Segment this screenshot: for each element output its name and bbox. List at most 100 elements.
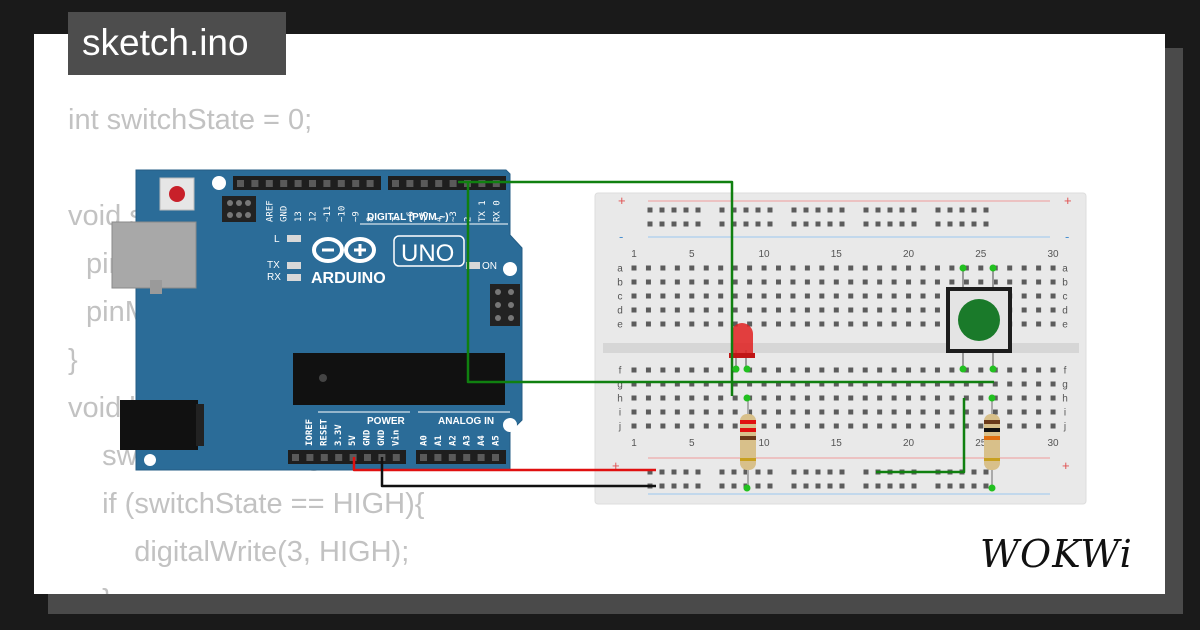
column-number: 5 — [689, 438, 695, 449]
power-label: POWER — [367, 416, 406, 427]
digital-pin-label: ~6 — [406, 211, 416, 222]
digital-pin-label: 4 — [435, 217, 445, 222]
push-button[interactable] — [946, 268, 1012, 368]
wire-button-to-5v[interactable] — [876, 398, 966, 474]
power-pin-label: RESET — [319, 418, 329, 446]
column-number: 5 — [689, 249, 695, 260]
breadboard-center-channel — [603, 343, 1079, 353]
digital-pin-label: 12 — [309, 211, 319, 222]
icsp2-header — [490, 284, 520, 326]
digital-pin-label: GND — [280, 206, 290, 222]
row-letter: i — [1064, 408, 1066, 419]
column-number: 30 — [1047, 438, 1059, 449]
rail-minus-label: - — [619, 229, 623, 244]
digital-pin-label: AREF — [265, 200, 275, 222]
atmega328p-chip — [293, 353, 505, 405]
mounting-hole — [212, 176, 226, 190]
arduino-logo — [312, 237, 376, 263]
icsp-header — [222, 196, 256, 222]
power-pin-label: GND — [363, 429, 373, 446]
sketch-filename-tab[interactable]: sketch.ino — [68, 12, 286, 75]
rail-plus-label: + — [612, 458, 620, 473]
row-letter: i — [619, 408, 621, 419]
analog-pin-label: A1 — [434, 435, 444, 446]
row-letter: e — [1062, 320, 1068, 331]
row-letter: g — [617, 380, 623, 391]
digital-pin-label: ~11 — [323, 206, 333, 222]
digital-pin-label: ~9 — [352, 211, 362, 222]
rail-plus-label: + — [618, 193, 626, 208]
row-letter: j — [618, 422, 621, 433]
column-number: 30 — [1047, 249, 1059, 260]
row-letter: f — [619, 366, 622, 377]
digital-pin-label: ~5 — [420, 211, 430, 222]
row-letter: h — [617, 394, 623, 405]
uno-badge — [393, 235, 465, 267]
tx-led — [287, 262, 301, 269]
row-letter: d — [1062, 306, 1068, 317]
row-letter: b — [1062, 278, 1068, 289]
column-number: 1 — [631, 438, 637, 449]
mounting-hole — [503, 418, 517, 432]
row-letter: a — [1062, 264, 1068, 275]
row-letter: b — [617, 278, 623, 289]
row-letter: j — [1063, 422, 1066, 433]
rail-minus-label: - — [1065, 229, 1069, 244]
power-pin-label: IOREF — [305, 419, 315, 446]
resistor-led — [740, 398, 756, 488]
analog-pin-label: A2 — [448, 435, 458, 446]
wokwi-logo: WOKWi — [980, 532, 1133, 576]
analog-pin-label: A3 — [463, 435, 473, 446]
digital-pin-header — [233, 176, 506, 190]
row-letter: c — [1063, 292, 1068, 303]
connection-highlights — [732, 264, 997, 492]
wire-pin3-to-resistor[interactable] — [458, 180, 734, 396]
power-pin-label: 5V — [348, 435, 358, 446]
column-number: 15 — [831, 438, 843, 449]
row-letter: c — [618, 292, 623, 303]
analog-pin-label: A4 — [477, 435, 487, 446]
power-on-led — [466, 262, 480, 269]
power-pin-label: 3.3V — [334, 424, 344, 446]
rail-plus-label: + — [1062, 458, 1070, 473]
rx-led — [287, 274, 301, 281]
column-number: 10 — [758, 249, 770, 260]
on-led-label: ON — [482, 261, 497, 272]
usb-b-connector — [111, 221, 197, 294]
rx-led-label: RX — [267, 272, 281, 283]
arduino-brand-text: ARDUINO — [311, 270, 386, 287]
wire-5v-to-rail[interactable] — [352, 457, 656, 472]
power-analog-pin-header — [288, 450, 506, 464]
row-letter: d — [617, 306, 623, 317]
reset-button[interactable] — [159, 177, 195, 211]
wire-pin2-to-button[interactable] — [466, 182, 994, 384]
column-number: 20 — [903, 438, 915, 449]
digital-pin-label: ~3 — [449, 211, 459, 222]
code-line: digitalWrite(3, HIGH); — [102, 536, 410, 568]
code-line: if (switchState == HIGH){ — [86, 488, 425, 520]
row-letter: g — [1062, 380, 1068, 391]
code-line: } — [68, 344, 78, 376]
mounting-hole — [144, 454, 156, 466]
column-number: 10 — [758, 438, 770, 449]
column-number: 1 — [631, 249, 637, 260]
digital-pin-label: 7 — [392, 217, 402, 222]
mounting-hole — [503, 262, 517, 276]
column-number: 20 — [903, 249, 915, 260]
wire-gnd-to-rail[interactable] — [380, 457, 656, 488]
column-number: 25 — [975, 249, 987, 260]
l-led — [287, 235, 301, 242]
digital-pin-label: 8 — [366, 217, 376, 222]
wires — [352, 180, 994, 488]
row-letter: h — [1062, 394, 1068, 405]
digital-pin-label: TX 1 — [478, 200, 488, 222]
tx-led-label: TX — [267, 260, 280, 271]
dc-power-jack — [120, 400, 204, 450]
wokwi-logo-text: WOKWi — [980, 532, 1133, 576]
analog-in-label: ANALOG IN — [438, 416, 494, 427]
rail-plus-label: + — [1064, 193, 1072, 208]
resistor-button — [984, 398, 1000, 488]
digital-pin-label: 13 — [294, 211, 304, 222]
